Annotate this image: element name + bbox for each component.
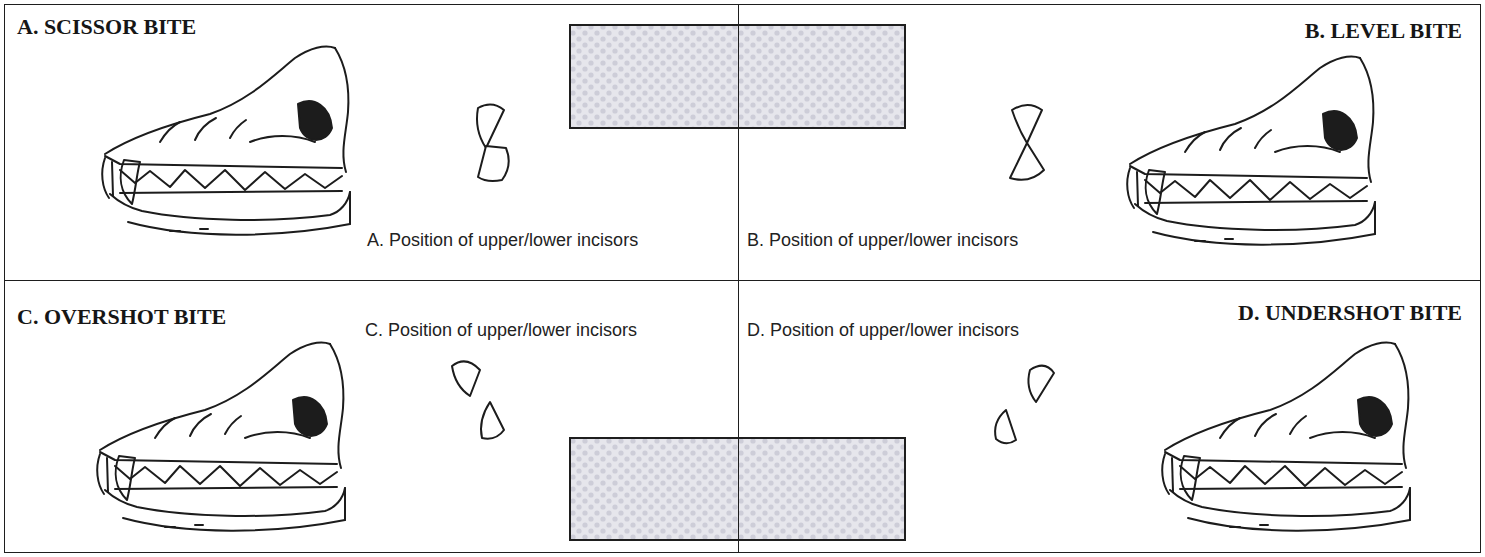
skull-undershot [1162,342,1410,530]
bite-panel: B. LEVEL BITE B. Position of upper/lower … [738,4,1481,281]
caption: A. Position of upper/lower incisors [367,231,638,251]
caption: B. Position of upper/lower incisors [747,231,1018,251]
heading: C. OVERSHOT BITE [17,305,226,329]
bite-panel: A. SCISSOR BITE A. Position of upper/lowe… [4,4,739,281]
caption: D. Position of upper/lower incisors [747,321,1019,341]
skull-level [1127,56,1375,244]
incisor-lower [481,402,504,439]
incisor-upper [452,361,480,396]
incisor-lower [478,146,509,181]
heading: A. SCISSOR BITE [17,15,196,39]
heading: B. LEVEL BITE [1305,19,1462,43]
skull-overshot [97,342,345,530]
incisor-upper [1012,105,1042,143]
incisor-upper [477,104,504,148]
incisor-lower [1010,143,1044,180]
heading: D. UNDERSHOT BITE [1238,301,1462,325]
skull-scissor [102,46,350,234]
incisor-lower [995,410,1016,443]
incisor-upper [1028,366,1054,402]
caption: C. Position of upper/lower incisors [365,321,637,341]
bite-panel: D. UNDERSHOT BITE D. Position of upper/lo… [738,280,1481,553]
bite-panel: C. OVERSHOT BITE C. Position of upper/low… [4,280,739,553]
